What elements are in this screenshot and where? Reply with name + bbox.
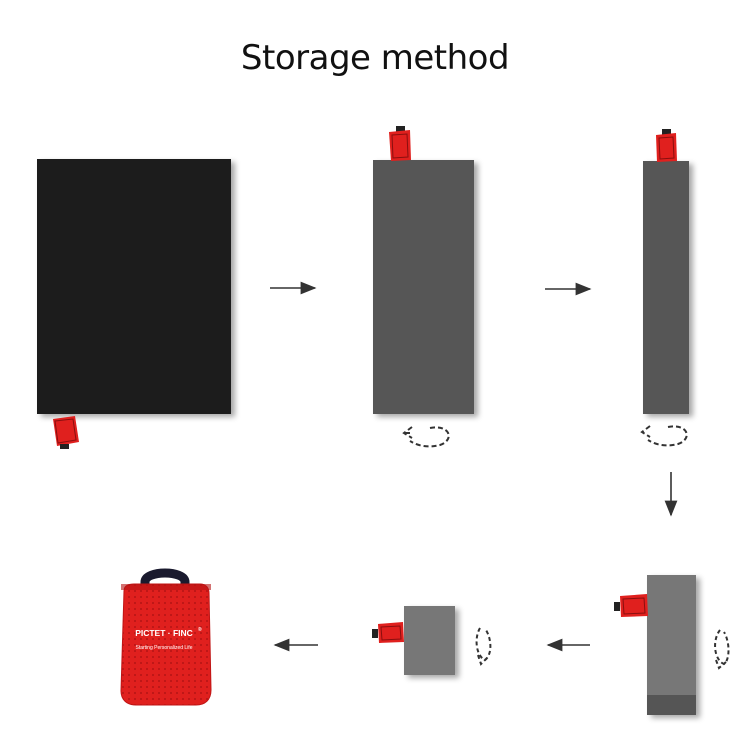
- step-unfolded-mat: [37, 159, 231, 449]
- step-folded-in-thirds: [640, 129, 689, 447]
- pouch-tag-icon: [53, 416, 79, 449]
- step-folded-square: [372, 606, 492, 675]
- mat-rolling: [647, 575, 696, 715]
- roll-direction-icon: [714, 629, 730, 670]
- mat-unfolded: [37, 159, 231, 414]
- step-rolled-partially: [614, 575, 730, 715]
- pouch-tag-icon: [614, 594, 648, 617]
- registered-mark: ®: [198, 626, 202, 633]
- pouch-tag-icon: [372, 622, 404, 643]
- brand-label: PICTET · FINC: [135, 628, 193, 638]
- pouch-handle: [140, 568, 190, 590]
- pouch-tag-icon: [389, 126, 411, 161]
- step-folded-in-half: [373, 126, 474, 448]
- page-title: Storage method: [240, 38, 510, 78]
- pouch-tag-icon: [656, 129, 677, 162]
- fold-direction-icon: [402, 426, 450, 448]
- brand-tagline: Starting Personalized Life: [136, 645, 193, 651]
- mat-half: [373, 160, 474, 414]
- mat-square: [404, 606, 455, 675]
- pouch-trim: [121, 584, 211, 590]
- step-stored-in-pouch: PICTET · FINC ® Starting Personalized Li…: [120, 568, 212, 706]
- mat-thirds: [643, 161, 689, 414]
- roll-direction-icon: [475, 627, 492, 666]
- fold-direction-icon: [640, 425, 688, 447]
